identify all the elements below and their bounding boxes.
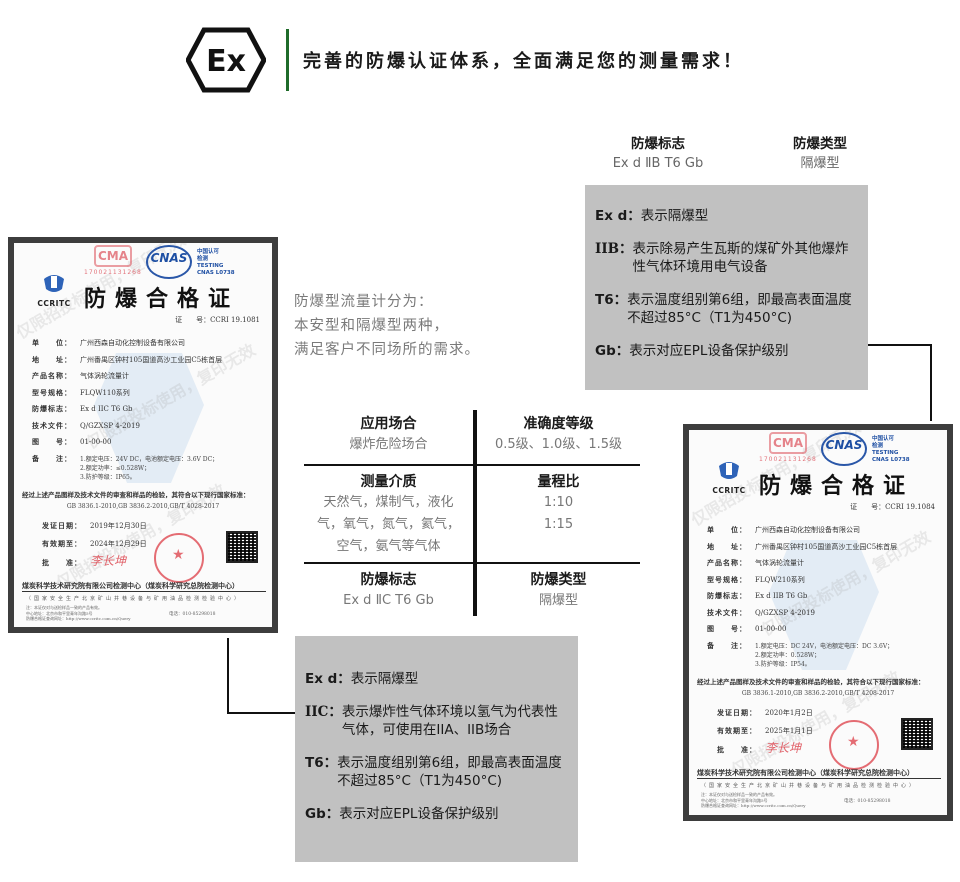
certificate-issuer: 煤炭科学技术研究院有限公司检测中心（煤炭科学研究总院检测中心） [22, 581, 266, 592]
connector-line-left-vertical [227, 638, 229, 714]
ex-hexagon-icon: Ex [186, 27, 266, 93]
explanation-item: T6：表示温度组别第6组，即最高表面温度不超过85°C（T1为450°C) [595, 291, 852, 327]
certificate-phone: 电话：010-85298018 [169, 612, 216, 617]
certificate-issuer-sub: （国家安全生产北京矿山井巷设备与矿用油品检测检验中心） [26, 596, 243, 602]
table-divider-horizontal [304, 562, 640, 564]
certificate-left: 仅限招投标使用，复印无效 仅限招投标使用，复印无效 仅限招投标使用，复印无效 C… [8, 237, 278, 633]
table-divider-horizontal [304, 464, 640, 466]
ccritc-logo: CCRITC [34, 273, 74, 308]
header-divider [286, 29, 289, 91]
connector-line-right-horizontal [868, 344, 932, 346]
spec-cell-accuracy: 准确度等级 0.5级、1.0级、1.5级 [494, 416, 623, 452]
ccritc-emblem-icon [719, 462, 739, 479]
certificate-fields: 单 位：广州西森自动化控制设备有限公司 地 址：广州番禺区钟村105国道高沙工业… [707, 525, 898, 650]
explanation-item: Gb：表示对应EPL设备保护级别 [305, 805, 499, 822]
cma-number: 170021131268 [759, 456, 817, 463]
cnas-badge: CNAS [821, 432, 867, 466]
page-header: Ex 完善的防爆认证体系，全面满足您的测量需求！ [186, 27, 744, 93]
spec-table: 应用场合 爆炸危险场合 准确度等级 0.5级、1.0级、1.5级 测量介质 天然… [304, 408, 640, 616]
certificate-number: 证 号：CCRI 19.1084 [850, 503, 935, 511]
spec-cell-range-ratio: 量程比 1:10 1:15 [537, 474, 580, 532]
intro-text: 防爆型流量计分为： 本安型和隔爆型两种， 满足客户不同场所的需求。 [294, 294, 480, 358]
connector-line-left-horizontal [227, 712, 295, 714]
official-seal [829, 720, 879, 770]
explanation-item: Ex d：表示隔爆型 [595, 208, 709, 224]
spec-cell-ex-mark: 防爆标志 Ex d ⅡC T6 Gb [343, 572, 434, 608]
explanation-item: Ex d：表示隔爆型 [305, 671, 419, 687]
ex-mark-explanation-iib: Ex d：表示隔爆型 IIB：表示除易产生瓦斯的煤矿外其他爆炸性气体环境用电气设… [585, 185, 868, 390]
official-seal [154, 533, 204, 583]
certificate-fields: 单 位：广州西森自动化控制设备有限公司 地 址：广州番禺区钟村105国道高沙工业… [32, 338, 223, 463]
connector-line-right-vertical [930, 344, 932, 421]
testing-label: 中国认可 检测 TESTING CNAS L0738 [197, 249, 235, 276]
certificate-notes: 1.额定电压：24V DC，电池额定电压：3.6V DC； 2.额定功率：≤0.… [80, 456, 219, 481]
certificate-fineprint: 注：本证仅对与送检样品一致的产品有效。 中心地址：北京市和平里青年沟路5号 防爆… [701, 792, 806, 808]
explanation-item: T6：表示温度组别第6组，即最高表面温度不超过85°C（T1为450°C) [305, 754, 562, 790]
certificate-fineprint: 注：本证仅对与送检样品一致的产品有效。 中心地址：北京市和平里青年沟路5号 防爆… [26, 605, 131, 621]
certificate-standards: GB 3836.1-2010,GB 3836.2-2010,GB/T 4208-… [741, 690, 895, 697]
certificate-title: 防爆合格证 [759, 474, 915, 499]
cnas-badge: CNAS [146, 245, 192, 279]
explanation-item: IIC：表示爆炸性气体环境以氢气为代表性气体，可使用在IIA、IIB场合 [305, 703, 558, 739]
ccritc-emblem-icon [44, 275, 64, 292]
ex-mark-explanation-iic: Ex d：表示隔爆型 IIC：表示爆炸性气体环境以氢气为代表性气体，可使用在II… [295, 636, 578, 862]
cert-badges: CMA 170021131268 CNAS 中国认可 检测 TESTING CN… [14, 245, 272, 285]
ccritc-logo: CCRITC [709, 460, 749, 495]
certificate-dates: 发证日期：2019年12月30日 有效期至：2024年12月29日 批 准：李长… [42, 521, 147, 568]
certificate-statement: 经过上述产品图样及技术文件的审查和样品的检验，其符合以下现行国家标准： [697, 678, 925, 686]
cma-badge: CMA [769, 432, 807, 454]
certificate-right-paper: 仅限招投标使用，复印无效 仅限招投标使用，复印无效 仅限招投标使用，复印无效 C… [689, 430, 947, 815]
certificate-number: 证 号：CCRI 19.1081 [175, 316, 260, 324]
spec-cell-application: 应用场合 爆炸危险场合 [349, 416, 428, 452]
testing-label: 中国认可 检测 TESTING CNAS L0738 [872, 436, 910, 463]
spec-cell-ex-type: 防爆类型 隔爆型 [530, 572, 587, 608]
certificate-left-paper: 仅限招投标使用，复印无效 仅限招投标使用，复印无效 仅限招投标使用，复印无效 C… [14, 243, 272, 627]
certificate-issuer-sub: （国家安全生产北京矿山井巷设备与矿用油品检测检验中心） [701, 783, 918, 789]
cert-badges: CMA 170021131268 CNAS 中国认可 检测 TESTING CN… [689, 432, 947, 472]
certificate-phone: 电话：010-85298018 [844, 799, 891, 804]
cma-badge: CMA [94, 245, 132, 267]
certificate-dates: 发证日期：2020年1月2日 有效期至：2025年1月1日 批 准：李长坤 [717, 708, 813, 755]
certificate-notes: 1.额定电压：DC 24V，电池额定电压：DC 3.6V； 2.额定功率：0.5… [755, 643, 894, 668]
explanation-item: IIB：表示除易产生瓦斯的煤矿外其他爆炸性气体环境用电气设备 [595, 240, 849, 276]
qr-code [901, 718, 933, 750]
certificate-standards: GB 3836.1-2010,GB 3836.2-2010,GB/T 4028-… [66, 503, 220, 510]
certificate-issuer: 煤炭科学技术研究院有限公司检测中心（煤炭科学研究总院检测中心） [697, 768, 941, 779]
cma-number: 170021131268 [84, 269, 142, 276]
certificate-title: 防爆合格证 [84, 287, 240, 312]
ex-mark-header: 防爆标志 Ex d ⅡB T6 Gb [612, 136, 704, 171]
qr-code [226, 531, 258, 563]
spec-cell-medium: 测量介质 天然气，煤制气，液化 气，氧气，氮气，氦气， 空气，氨气等气体 [316, 474, 460, 554]
ex-type-header: 防爆类型 隔爆型 [793, 136, 847, 171]
explanation-item: Gb：表示对应EPL设备保护级别 [595, 342, 789, 359]
svg-text:Ex: Ex [206, 44, 246, 79]
certificate-statement: 经过上述产品图样及技术文件的审查和样品的检验，其符合以下现行国家标准： [22, 491, 250, 499]
header-title: 完善的防爆认证体系，全面满足您的测量需求！ [303, 51, 744, 72]
table-divider-vertical [473, 410, 477, 616]
certificate-right: 仅限招投标使用，复印无效 仅限招投标使用，复印无效 仅限招投标使用，复印无效 C… [683, 424, 953, 821]
